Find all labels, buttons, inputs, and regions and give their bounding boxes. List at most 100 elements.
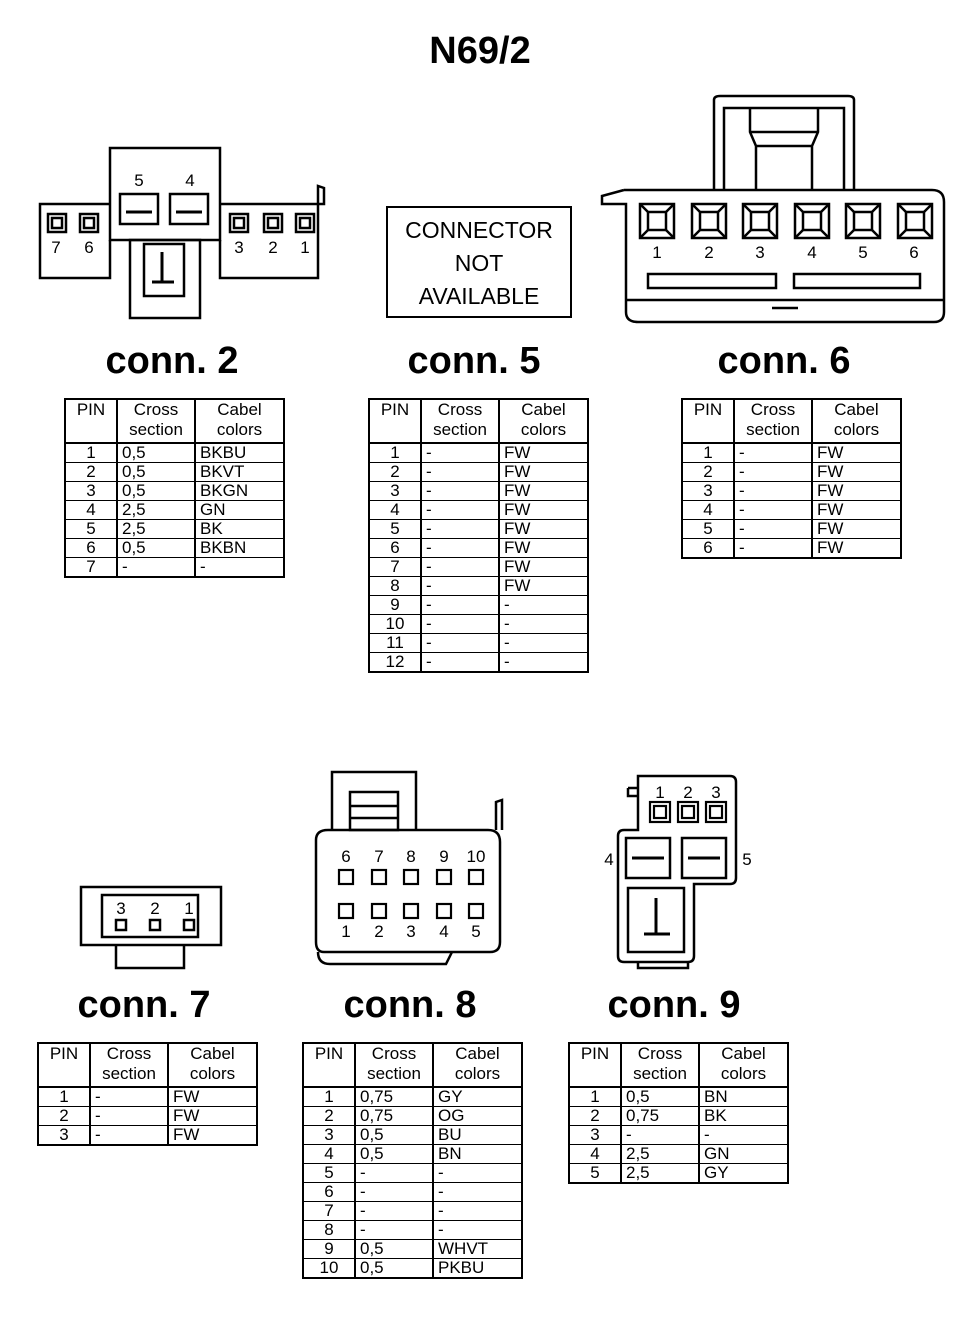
cable-color-value: FW [811, 519, 902, 539]
header-colors-line-1: Cabel [521, 400, 566, 419]
pin-label-5: 5 [742, 850, 751, 869]
header-cross-line-2: section [367, 1064, 421, 1083]
table-row: 8-FW [368, 576, 589, 596]
cable-color-value: FW [498, 462, 589, 482]
cable-color-value: FW [811, 538, 902, 559]
header-pin: PIN [681, 398, 735, 444]
pin-label-1: 1 [655, 783, 664, 802]
header-cross-line-2: section [102, 1064, 156, 1083]
cross-section-value: 0,5 [116, 538, 196, 558]
pin-number: 9 [302, 1239, 356, 1259]
table-row: 7-- [302, 1201, 523, 1221]
table-row: 7-- [64, 557, 285, 578]
cross-section-value: 2,5 [620, 1144, 700, 1164]
cable-color-value: FW [498, 519, 589, 539]
connector-8-label: conn. 8 [343, 984, 477, 1026]
pin-number: 2 [368, 462, 422, 482]
pin-label-7: 7 [51, 238, 60, 257]
connector-2-label: conn. 2 [105, 340, 239, 382]
pin-label-5: 5 [471, 922, 480, 941]
header-pin: PIN [64, 398, 118, 444]
cable-color-value: OG [432, 1106, 523, 1126]
header-colors-line-1: Cabel [217, 400, 262, 419]
pin-number: 1 [681, 442, 735, 463]
pin-number: 2 [64, 462, 118, 482]
connector-9-label: conn. 9 [607, 984, 741, 1026]
not-available-line-2: NOT [454, 250, 504, 276]
cable-color-value: BK [698, 1106, 789, 1126]
pin-label-6: 6 [341, 847, 350, 866]
table-row: 2-FW [37, 1106, 258, 1126]
pin-label-6: 6 [909, 243, 918, 262]
pin-label-4: 4 [185, 171, 194, 190]
header-cross-line-1: Cross [437, 400, 483, 419]
header-cross-line-2: section [633, 1064, 687, 1083]
connector-8-drawing: 6 7 8 9 10 1 2 3 4 5 [314, 770, 504, 966]
pin-label-5: 5 [134, 171, 143, 190]
pin-number: 3 [568, 1125, 622, 1145]
table-row: 3-FW [681, 481, 902, 501]
cable-color-value: FW [167, 1086, 258, 1107]
connector-6-label: conn. 6 [717, 340, 851, 382]
pin-number: 5 [302, 1163, 356, 1183]
cross-section-value: 2,5 [116, 500, 196, 520]
cross-section-value: - [420, 614, 500, 634]
cable-color-value: - [498, 633, 589, 653]
pin-label-8: 8 [406, 847, 415, 866]
cable-color-value: FW [167, 1106, 258, 1126]
pin-label-3: 3 [755, 243, 764, 262]
cable-color-value: BKBN [194, 538, 285, 558]
cross-section-value: 0,5 [620, 1086, 700, 1107]
cross-section-value: 0,5 [354, 1125, 434, 1145]
pin-label-4: 4 [439, 922, 448, 941]
cross-section-value: - [420, 462, 500, 482]
pin-number: 2 [568, 1106, 622, 1126]
cable-color-value: - [698, 1125, 789, 1145]
not-available-line-3: AVAILABLE [418, 283, 540, 309]
pin-number: 5 [681, 519, 735, 539]
pin-number: 3 [302, 1125, 356, 1145]
pin-label-2: 2 [374, 922, 383, 941]
header-cross-line-1: Cross [106, 1044, 152, 1063]
header-colors-line-1: Cabel [190, 1044, 235, 1063]
cable-color-value: - [432, 1201, 523, 1221]
cable-color-value: - [498, 614, 589, 634]
header-colors-line-2: colors [189, 1064, 236, 1083]
cross-section-value: 0,75 [354, 1106, 434, 1126]
table-row: 11-- [368, 633, 589, 653]
table-row: 3-FW [368, 481, 589, 501]
cross-section-value: - [733, 442, 813, 463]
pin-number: 3 [64, 481, 118, 501]
pin-number: 2 [302, 1106, 356, 1126]
header-cross-line-1: Cross [371, 1044, 417, 1063]
header-pin: PIN [368, 398, 422, 444]
cable-color-value: FW [498, 481, 589, 501]
pin-number: 2 [37, 1106, 91, 1126]
pin-label-3: 3 [234, 238, 243, 257]
cross-section-value: - [420, 538, 500, 558]
pin-number: 2 [681, 462, 735, 482]
cable-color-value: BN [432, 1144, 523, 1164]
pin-number: 7 [368, 557, 422, 577]
table-row: 10-- [368, 614, 589, 634]
pin-number: 4 [681, 500, 735, 520]
cable-color-value: GN [194, 500, 285, 520]
header-colors-line-2: colors [833, 420, 880, 439]
pin-label-2: 2 [150, 899, 159, 918]
table-row: 4-FW [681, 500, 902, 520]
connector-9-drawing: 1 2 3 4 5 [604, 774, 752, 970]
pin-label-4: 4 [807, 243, 816, 262]
cross-section-value: 0,5 [354, 1258, 434, 1279]
